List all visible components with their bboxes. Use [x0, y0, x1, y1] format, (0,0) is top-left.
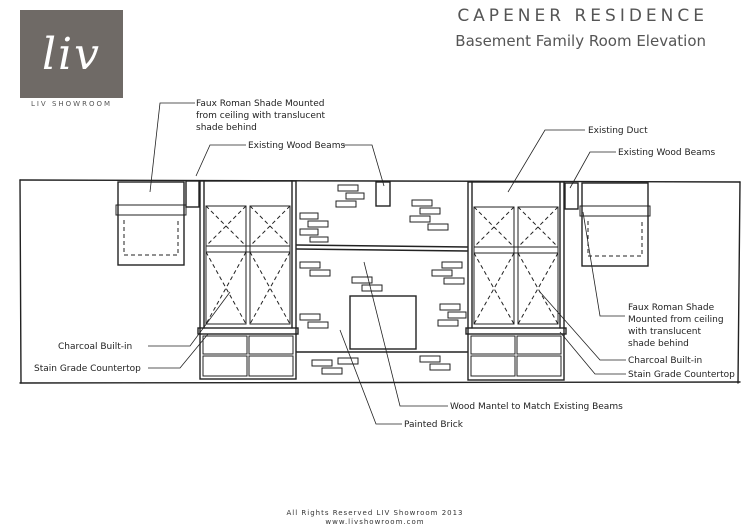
- page-title: CAPENER RESIDENCE: [457, 6, 708, 26]
- label-wood-beams-left: Existing Wood Beams: [248, 141, 345, 151]
- label-wood-beams-right: Existing Wood Beams: [618, 148, 715, 158]
- label-faux-shade-left-1: Faux Roman Shade Mounted: [196, 99, 324, 109]
- label-faux-shade-left-3: shade behind: [196, 123, 257, 133]
- left-roman-shade: [115, 181, 187, 266]
- label-faux-shade-right-2: Mounted from ceiling: [628, 315, 724, 325]
- logo: liv: [20, 10, 123, 98]
- footer-url[interactable]: www.livshowroom.com: [325, 518, 425, 526]
- firebox-opening: [349, 295, 417, 350]
- logo-caption: LIV SHOWROOM: [30, 100, 113, 108]
- label-faux-shade-right-3: with translucent: [628, 327, 701, 337]
- mantel-line-top: [296, 244, 468, 248]
- left-wall-line: [19, 179, 22, 384]
- label-faux-shade-right-1: Faux Roman Shade: [628, 303, 715, 313]
- existing-duct: [375, 181, 391, 207]
- right-wall-line: [737, 181, 741, 384]
- page-subtitle: Basement Family Room Elevation: [455, 32, 706, 50]
- ceiling-line: [19, 179, 741, 183]
- label-existing-duct: Existing Duct: [588, 126, 648, 136]
- right-roman-shade: [579, 182, 651, 267]
- label-charcoal-right: Charcoal Built-in: [628, 356, 702, 366]
- label-mantel: Wood Mantel to Match Existing Beams: [450, 402, 623, 412]
- left-wood-beam: [185, 180, 200, 208]
- logo-mark: liv: [41, 28, 101, 80]
- label-charcoal-left: Charcoal Built-in: [58, 342, 132, 352]
- left-built-in: [197, 180, 299, 380]
- right-wood-beam: [564, 182, 579, 210]
- footer-rights: All Rights Reserved LIV Showroom 2013: [286, 509, 464, 517]
- label-faux-shade-left-2: from ceiling with translucent: [196, 111, 326, 121]
- leader-lines: [148, 102, 626, 425]
- fireplace: [296, 184, 468, 375]
- label-countertop-left: Stain Grade Countertop: [34, 364, 141, 374]
- label-faux-shade-right-4: shade behind: [628, 339, 689, 349]
- label-countertop-right: Stain Grade Countertop: [628, 370, 735, 380]
- label-painted-brick: Painted Brick: [404, 420, 464, 430]
- floor-line: [19, 381, 741, 384]
- right-built-in: [465, 181, 567, 381]
